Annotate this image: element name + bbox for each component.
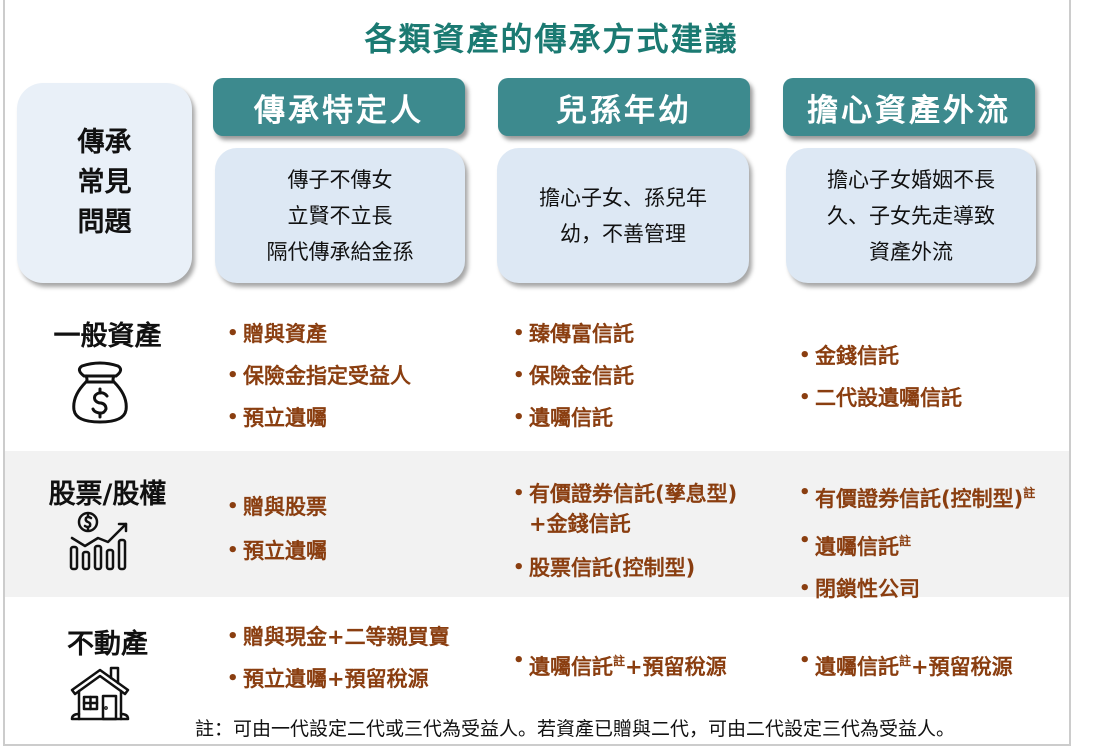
description-line: 擔心子女婚姻不長 [827, 167, 995, 192]
strategy-item: 二代設遺囑信託 [799, 377, 962, 419]
footnote-marker: 註 [613, 654, 626, 668]
description-line: 資產外流 [869, 239, 953, 264]
strategy-item: 預立遺囑 [227, 529, 327, 573]
strategy-item: 遺囑信託註+預留稅源 [799, 640, 1013, 688]
description-line: 擔心子女、孫兒年 [539, 185, 707, 210]
diagram-title: 各類資產的傳承方式建議 [364, 20, 739, 58]
footnote: 註：可由一代設定二代或三代為受益人。若資產已贈與二代，可由二代設定三代為受益人。 [195, 718, 956, 740]
stock-chart-icon [69, 511, 128, 571]
strategy-item: 預立遺囑 [227, 397, 411, 439]
cell-general-specific-heir: 贈與資產 保險金指定受益人 預立遺囑 [227, 313, 411, 439]
row-label-general-assets: 一般資產 [53, 321, 162, 352]
strategy-item: 臻傳富信託 [513, 313, 634, 355]
strategy-item: 遺囑信託 [513, 397, 634, 439]
strategy-item: 預立遺囑+預留稅源 [227, 658, 450, 700]
strategy-item: 有價證券信託(孳息型) [513, 479, 737, 509]
question-line: 常見 [77, 167, 132, 198]
footnote-marker: 註 [899, 654, 912, 668]
question-line: 傳承 [77, 127, 132, 158]
cell-real-estate-specific-heir: 贈與現金+二等親買賣 預立遺囑+預留稅源 [227, 616, 450, 700]
cell-real-estate-asset-outflow: 遺囑信託註+預留稅源 [799, 640, 1013, 688]
column-header-specific-heir: 傳承特定人 [213, 78, 465, 136]
description-line: 隔代傳承給金孫 [266, 239, 414, 264]
row-label-stocks: 股票/股權 [48, 479, 167, 510]
strategy-item: 有價證券信託(控制型)註 [799, 472, 1035, 520]
column-header-asset-outflow: 擔心資產外流 [783, 78, 1035, 136]
row-label-real-estate: 不動產 [67, 629, 148, 660]
money-bag-icon [72, 361, 128, 424]
cell-stocks-specific-heir: 贈與股票 預立遺囑 [227, 485, 327, 573]
column-description-young-heirs: 擔心子女、孫兒年 幼，不善管理 [497, 148, 749, 283]
common-questions-box: 傳承 常見 問題 [17, 83, 192, 283]
house-icon [70, 666, 130, 721]
strategy-item: 遺囑信託註+預留稅源 [513, 640, 727, 688]
description-line: 幼，不善管理 [560, 221, 686, 246]
strategy-item: 遺囑信託註 [799, 520, 1035, 568]
footnote-marker: 註 [1023, 486, 1036, 500]
strategy-item-suffix: +預留稅源 [911, 655, 1013, 679]
strategy-item-suffix: +預留稅源 [625, 655, 727, 679]
strategy-item-continuation: +金錢信託 [529, 512, 631, 536]
strategy-item: 保險金指定受益人 [227, 355, 411, 397]
question-line: 問題 [77, 207, 132, 238]
strategy-item: 贈與資產 [227, 313, 411, 355]
column-description-specific-heir: 傳子不傳女 立賢不立長 隔代傳承給金孫 [215, 148, 465, 283]
description-line: 立賢不立長 [287, 203, 393, 228]
strategy-item: 閉鎖性公司 [799, 568, 1035, 610]
strategy-item-text: 遺囑信託 [815, 655, 899, 679]
strategy-item: 金錢信託 [799, 335, 962, 377]
cell-real-estate-young-heirs: 遺囑信託註+預留稅源 [513, 640, 727, 688]
strategy-item: 保險金信託 [513, 355, 634, 397]
description-line: 傳子不傳女 [287, 167, 393, 192]
column-header-young-heirs: 兒孫年幼 [498, 78, 750, 136]
footnote-marker: 註 [899, 534, 912, 548]
strategy-item-text: 有價證券信託(控制型) [815, 487, 1024, 511]
strategy-item: 贈與現金+二等親買賣 [227, 616, 450, 658]
strategy-item: 股票信託(控制型) [513, 553, 737, 583]
column-description-asset-outflow: 擔心子女婚姻不長 久、子女先走導致 資產外流 [786, 148, 1036, 283]
strategy-item-text: 遺囑信託 [529, 655, 613, 679]
strategy-item: 贈與股票 [227, 485, 327, 529]
cell-stocks-asset-outflow: 有價證券信託(控制型)註 遺囑信託註 閉鎖性公司 [799, 472, 1035, 610]
strategy-item-text: 遺囑信託 [815, 535, 899, 559]
cell-stocks-young-heirs: 有價證券信託(孳息型) +金錢信託 股票信託(控制型) [513, 479, 737, 583]
description-line: 久、子女先走導致 [827, 203, 995, 228]
cell-general-young-heirs: 臻傳富信託 保險金信託 遺囑信託 [513, 313, 634, 439]
cell-general-asset-outflow: 金錢信託 二代設遺囑信託 [799, 335, 962, 419]
